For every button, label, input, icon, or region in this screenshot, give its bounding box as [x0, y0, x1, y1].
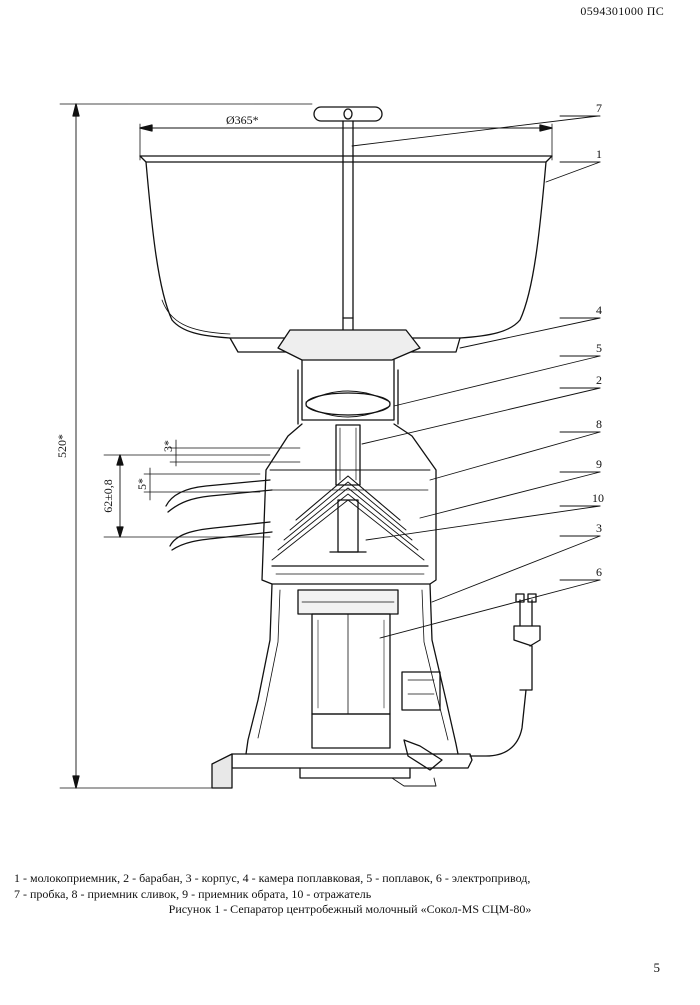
drum-assembly: [261, 423, 437, 585]
leader-lines: [351, 115, 601, 639]
callout-8: 8: [596, 417, 602, 431]
callout-2: 2: [596, 373, 602, 387]
power-cord: [469, 593, 541, 757]
cream-spout: [165, 479, 273, 513]
housing: [245, 583, 459, 755]
callout-3: 3: [596, 521, 602, 535]
callout-1: 1: [596, 147, 602, 161]
dimension-lines: [59, 103, 553, 789]
dimension-3-label: 3*: [161, 440, 175, 452]
separator-drawing: Ø365* 520* 62±0,8 5* 3* 7 1 4 5 2 8 9 10…: [55, 101, 604, 789]
dimension-5-label: 5*: [135, 478, 149, 490]
float-chamber: [277, 329, 421, 425]
legend: 1 - молокоприемник, 2 - барабан, 3 - кор…: [14, 870, 686, 902]
height-label: 520*: [55, 434, 69, 458]
base: [211, 739, 473, 789]
legend-line-2: 7 - пробка, 8 - приемник сливок, 9 - при…: [14, 887, 372, 901]
callout-4: 4: [596, 303, 602, 317]
callout-10: 10: [592, 491, 604, 505]
diameter-label: Ø365*: [226, 113, 259, 127]
dimension-62-label: 62±0,8: [101, 479, 115, 513]
legend-line-1: 1 - молокоприемник, 2 - барабан, 3 - кор…: [14, 871, 531, 885]
milk-receiver-bowl: [139, 155, 553, 353]
callout-7: 7: [596, 101, 602, 115]
figure-caption: Рисунок 1 - Сепаратор центробежный молоч…: [168, 902, 532, 916]
page-number: 5: [653, 960, 661, 975]
electric-drive: [297, 589, 441, 749]
callout-9: 9: [596, 457, 602, 471]
callout-6: 6: [596, 565, 602, 579]
stopper-rod: [313, 106, 383, 331]
document-code: 0594301000 ПС: [580, 4, 664, 18]
callout-5: 5: [596, 341, 602, 355]
skim-spout: [169, 521, 273, 551]
